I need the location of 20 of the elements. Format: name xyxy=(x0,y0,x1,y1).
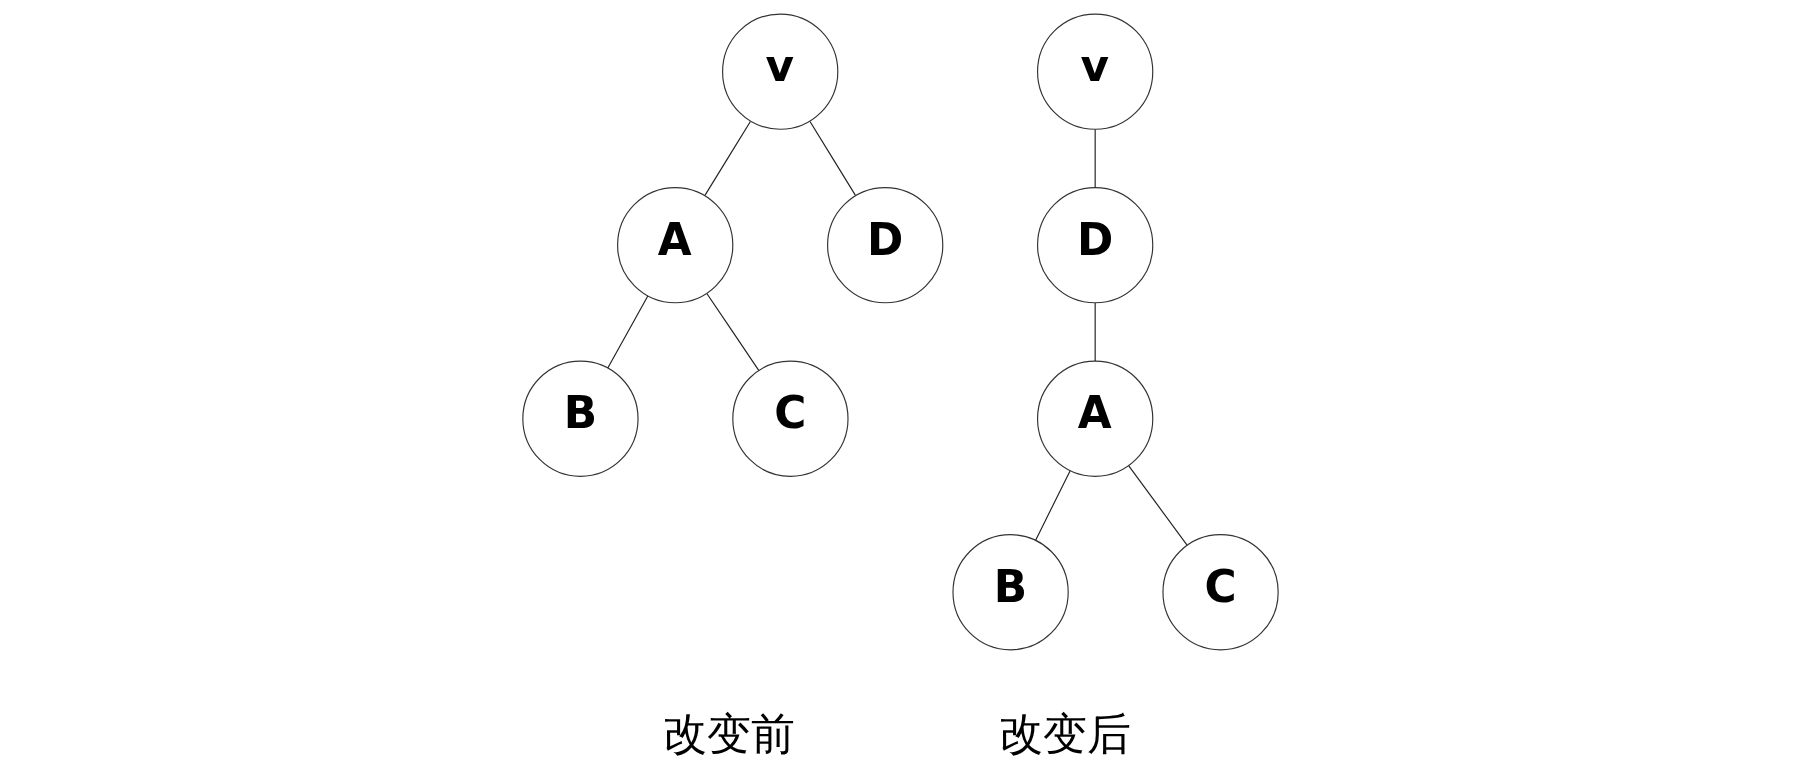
node-circle: D xyxy=(1036,187,1153,304)
connector xyxy=(1094,128,1096,189)
node-circle: A xyxy=(1036,360,1153,477)
node-circle: D xyxy=(826,187,943,304)
node-circle: v xyxy=(721,13,838,130)
connector xyxy=(808,120,856,196)
node-circle: A xyxy=(616,187,733,304)
connector xyxy=(1094,302,1096,362)
connector xyxy=(704,120,751,196)
node-circle: C xyxy=(731,360,849,477)
label: 改变后 xyxy=(998,707,1131,759)
connector xyxy=(606,295,648,369)
node-circle: B xyxy=(521,360,639,477)
connector xyxy=(705,293,759,371)
node-circle: C xyxy=(1161,534,1279,651)
node-circle: B xyxy=(951,534,1069,651)
label: 改变前 xyxy=(662,707,795,759)
connector xyxy=(1034,470,1071,541)
node-circle: v xyxy=(1036,13,1153,130)
connector xyxy=(1127,465,1187,546)
